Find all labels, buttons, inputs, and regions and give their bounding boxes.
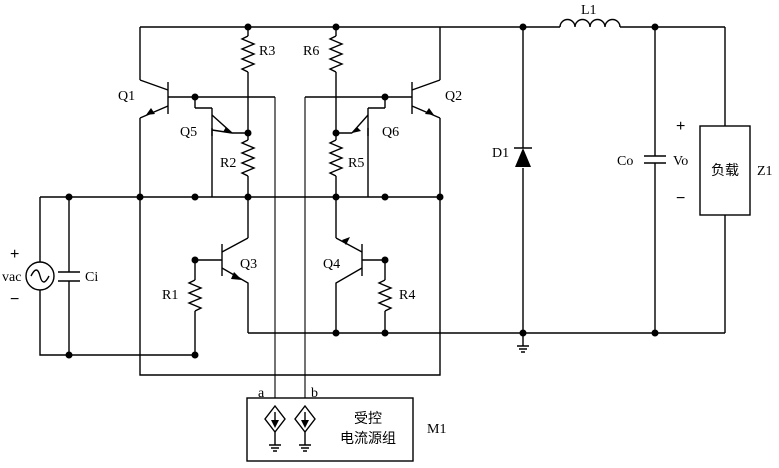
resistor-r5 (330, 140, 342, 176)
transistor-q5 (195, 108, 232, 152)
label-vac: vac (2, 270, 21, 285)
label-r2: R2 (220, 156, 236, 171)
label-plus-in: + (10, 246, 19, 263)
capacitor-ci (58, 272, 80, 281)
controlled-current-source-m1 (247, 398, 413, 461)
label-r3: R3 (259, 44, 275, 59)
resistor-r2 (242, 140, 254, 176)
label-q4: Q4 (323, 257, 340, 272)
label-q6: Q6 (382, 125, 399, 140)
label-m1: M1 (427, 422, 446, 437)
inductor-l1 (560, 20, 620, 27)
transistor-q6 (352, 108, 385, 152)
label-r6: R6 (303, 44, 319, 59)
label-vo: Vo (673, 154, 688, 169)
transistor-q1 (140, 80, 195, 118)
resistor-r3 (242, 36, 254, 72)
label-q5: Q5 (180, 125, 197, 140)
label-ci: Ci (85, 270, 98, 285)
capacitor-co (644, 150, 666, 170)
label-d1: D1 (492, 146, 509, 161)
diode-d1 (514, 148, 532, 167)
label-m1-line1: 受控 (354, 411, 382, 427)
ac-source-vac (26, 262, 54, 290)
resistor-r4 (379, 280, 391, 311)
label-plus-out: + (676, 118, 685, 135)
label-r1: R1 (162, 288, 178, 303)
label-node-b: b (311, 386, 318, 401)
resistor-r6 (330, 36, 342, 72)
wires (40, 27, 725, 398)
label-q1: Q1 (118, 89, 135, 104)
resistor-r1 (189, 280, 201, 311)
label-q3: Q3 (240, 257, 257, 272)
label-m1-line2: 电流源组 (340, 431, 396, 447)
label-z1: Z1 (757, 164, 773, 179)
label-load: 负载 (711, 163, 739, 179)
label-q2: Q2 (445, 89, 462, 104)
label-minus-out: − (676, 190, 685, 207)
label-r4: R4 (399, 288, 415, 303)
label-l1: L1 (581, 3, 597, 18)
label-node-a: a (258, 386, 265, 401)
label-r5: R5 (348, 156, 364, 171)
transistor-q2 (385, 80, 440, 118)
junction-dots (66, 24, 659, 359)
label-co: Co (617, 154, 633, 169)
label-minus-in: − (10, 291, 19, 308)
